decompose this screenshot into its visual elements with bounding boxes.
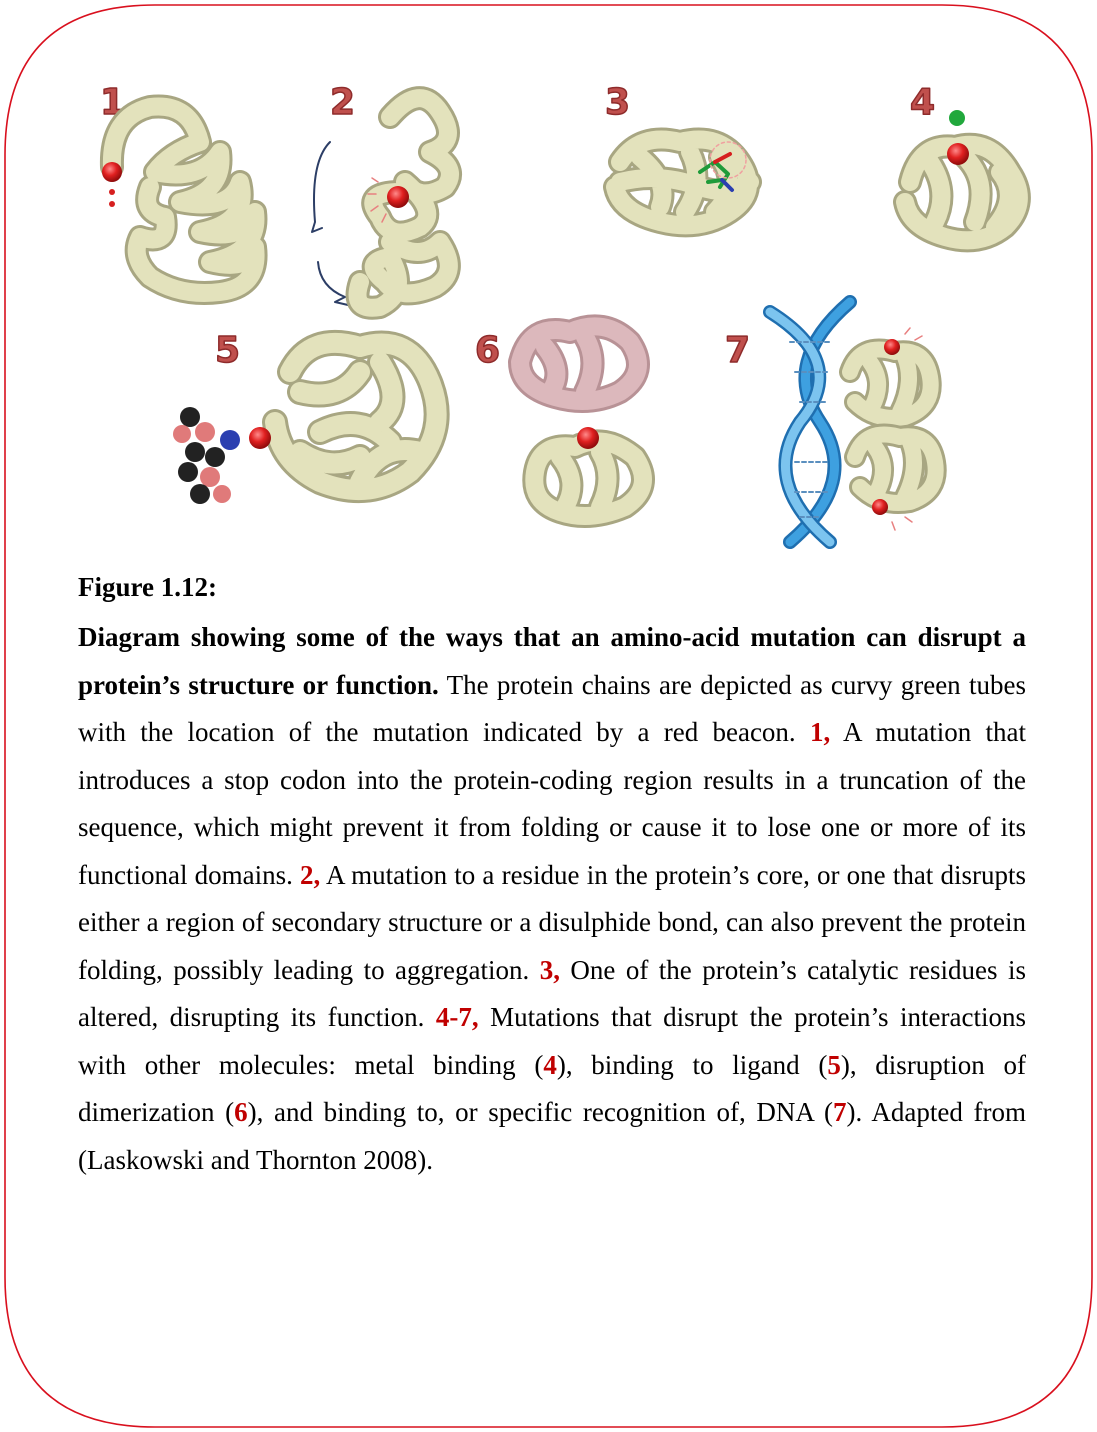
panel-ref-5: 5 [827,1050,841,1080]
panel-number-6: 6 [475,330,500,371]
caption-text: ), and binding to, or specific recogniti… [248,1097,833,1127]
panel-ref-4-7: 4-7, [436,1002,479,1032]
panel-number-5: 5 [215,330,240,371]
figure-label: Figure 1.12: [78,568,1026,606]
panel-ref-6: 6 [234,1097,248,1127]
panel-7-dna-binding: 7 [725,302,936,542]
panel-ref-1: 1, [810,717,830,747]
figure-caption: Figure 1.12: Diagram showing some of the… [78,568,1026,1184]
panel-1-truncated-protein: 1 [100,82,256,293]
panel-ref-4: 4 [543,1050,557,1080]
panel-5-ligand-binding: 5 [173,330,437,504]
protein-mutation-figure: 1 2 3 4 [60,62,1050,562]
panel-ref-2: 2, [300,860,320,890]
panel-number-7: 7 [725,330,750,371]
caption-text: ), binding to ligand ( [557,1050,828,1080]
ligand-molecule [173,407,240,504]
panel-2-misfolded-protein: 2 [312,82,450,308]
panel-number-2: 2 [330,82,355,123]
panel-number-3: 3 [605,82,630,123]
panel-number-4: 4 [910,82,935,123]
panel-ref-3: 3, [540,955,560,985]
panel-6-dimerization: 6 [475,326,643,516]
panel-4-metal-binding: 4 [905,82,1019,240]
panel-3-catalytic-site: 3 [605,82,750,225]
panel-ref-7: 7 [833,1097,847,1127]
caption-body: Diagram showing some of the ways that an… [78,614,1026,1184]
